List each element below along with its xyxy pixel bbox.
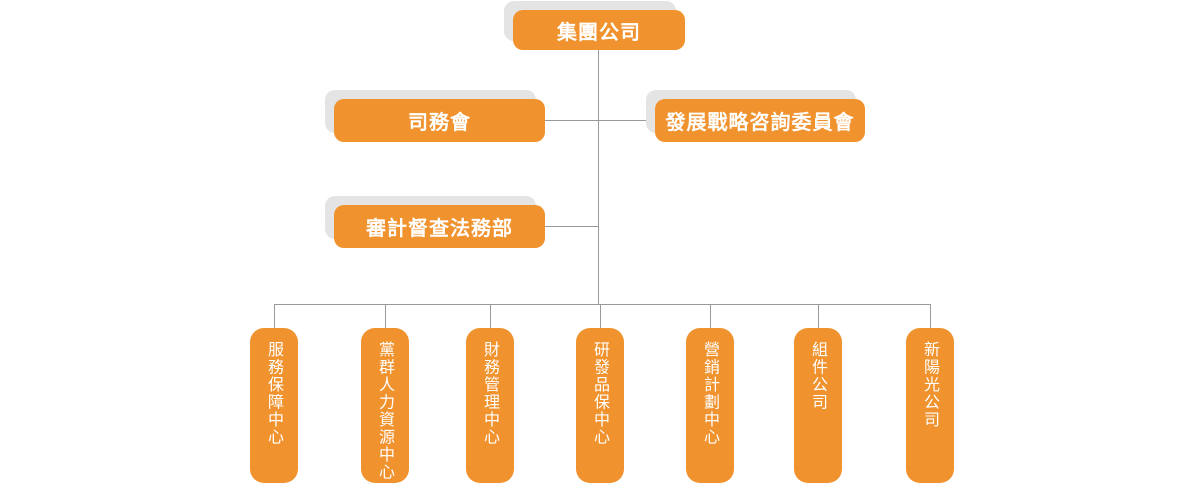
org-node-marketing-planning-center: 營銷計劃中心 — [686, 328, 734, 483]
org-node-label: 審計督查法務部 — [366, 216, 513, 240]
org-node-label: 司務會 — [408, 110, 471, 134]
connector-drop — [385, 304, 386, 328]
org-node-audit-legal-dept: 審計督查法務部 — [334, 205, 545, 248]
connector-distribution — [274, 304, 931, 305]
org-node-council: 司務會 — [334, 99, 545, 142]
org-node-component-company: 組件公司 — [794, 328, 842, 483]
connector-level3 — [545, 226, 599, 227]
connector-drop — [710, 304, 711, 328]
org-node-label: 發展戰略咨詢委員會 — [665, 110, 855, 134]
org-node-label: 黨群人力資源中心 — [376, 341, 395, 481]
org-node-label: 集團公司 — [557, 19, 641, 44]
org-node-label: 研發品保中心 — [591, 341, 610, 446]
org-node-label: 組件公司 — [809, 341, 828, 411]
connector-trunk — [598, 50, 599, 304]
connector-drop — [274, 304, 275, 328]
connector-drop — [818, 304, 819, 328]
connector-drop — [600, 304, 601, 328]
org-node-rd-qa-center: 研發品保中心 — [576, 328, 624, 483]
org-node-label: 服務保障中心 — [265, 341, 284, 446]
connector-drop — [930, 304, 931, 328]
org-node-finance-center: 財務管理中心 — [466, 328, 514, 483]
org-node-service-support-center: 服務保障中心 — [250, 328, 298, 483]
org-node-label: 營銷計劃中心 — [701, 341, 720, 446]
org-node-group-company: 集團公司 — [513, 10, 685, 50]
connector-drop — [490, 304, 491, 328]
org-node-label: 新陽光公司 — [921, 341, 940, 429]
org-node-strategy-committee: 發展戰略咨詢委員會 — [655, 99, 865, 142]
org-node-new-sunshine-company: 新陽光公司 — [906, 328, 954, 483]
connector-level2 — [545, 120, 655, 121]
org-node-party-hr-center: 黨群人力資源中心 — [361, 328, 409, 483]
org-node-label: 財務管理中心 — [481, 341, 500, 446]
